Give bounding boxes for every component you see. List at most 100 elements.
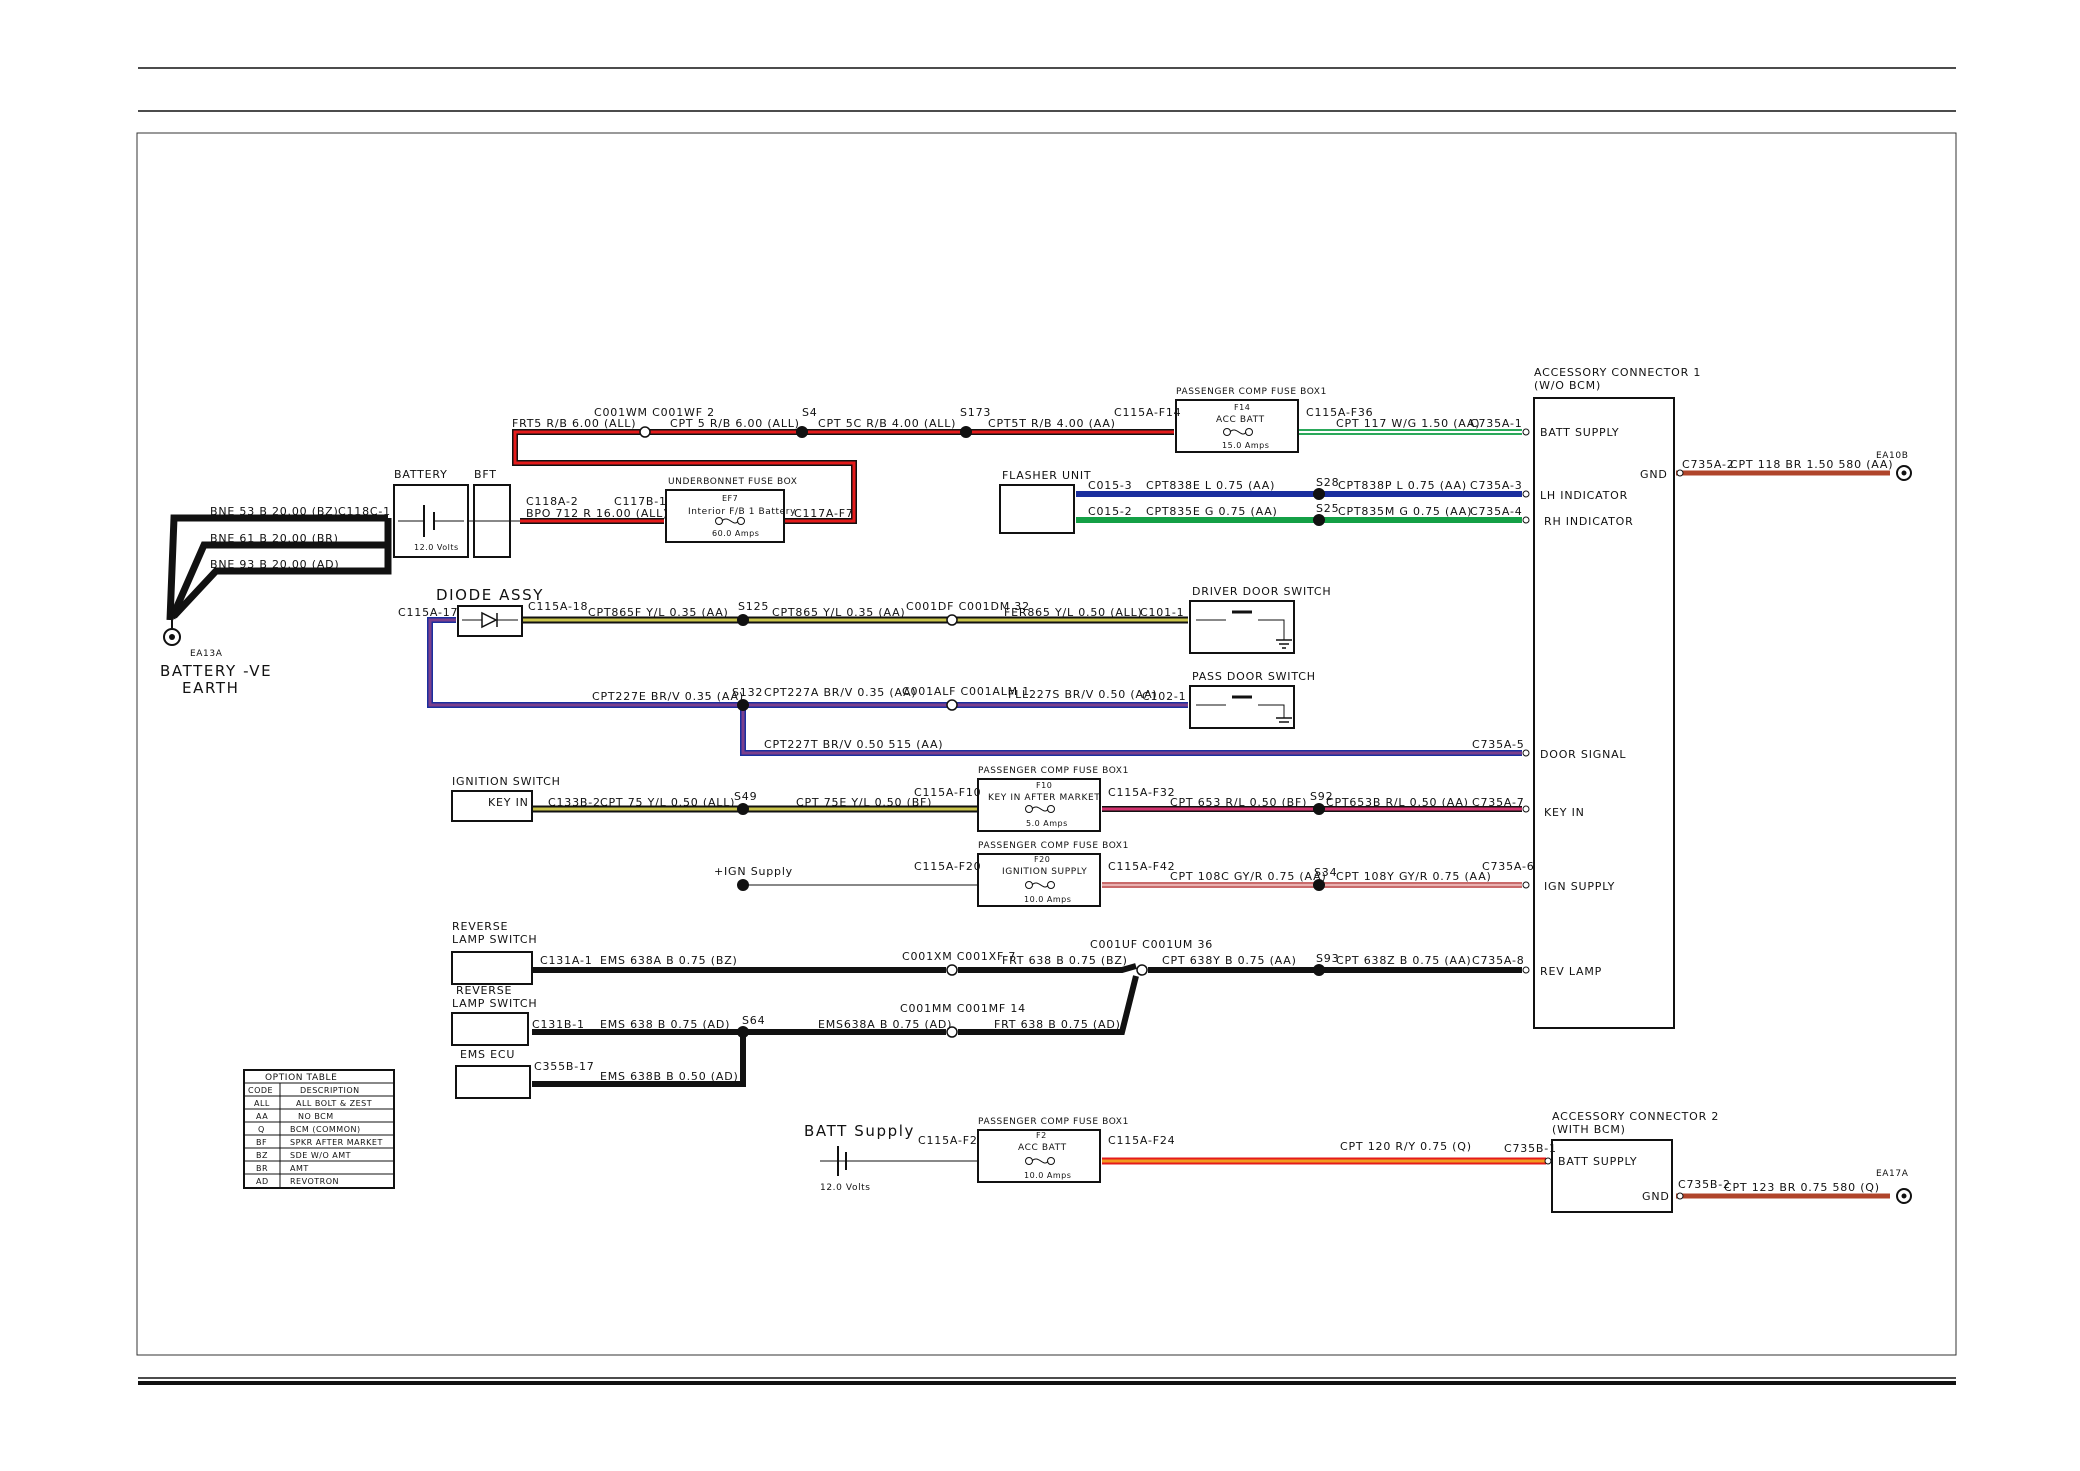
wire-label: C133B-2 — [548, 796, 601, 809]
wire-label: C735A-3 — [1470, 479, 1523, 492]
battery-earth: EA13A BATTERY -VE EARTH — [160, 620, 272, 697]
ign-supply-source: +IGN Supply — [714, 865, 793, 878]
wire-label: CPT838E L 0.75 (AA) — [1146, 479, 1275, 492]
wire-label: C001DF C001DM 32 — [906, 600, 1030, 613]
ignition-label: IGNITION SWITCH — [452, 775, 561, 788]
ignition-switch: IGNITION SWITCH KEY IN — [451, 775, 561, 822]
option-code: AD — [256, 1177, 269, 1186]
pcfb-f20: PASSENGER COMP FUSE BOX1 F20 IGNITION SU… — [977, 841, 1129, 907]
pcfb-f10-fuse: F10 — [1036, 781, 1052, 790]
wire-label: FER865 Y/L 0.50 (ALL) — [1004, 606, 1143, 619]
rev-switch-1-line2: LAMP SWITCH — [452, 933, 537, 946]
rev-switch-1-line1: REVERSE — [452, 920, 508, 933]
inline-connectors — [639, 426, 1148, 1038]
wire-label: C735A-7 — [1472, 796, 1525, 809]
wire-label: C115A-F2 — [918, 1134, 978, 1147]
wire-label: S132 — [732, 686, 763, 699]
battery: BATTERY 12.0 Volts — [393, 468, 469, 558]
option-code: AA — [256, 1112, 268, 1121]
wire-label: C115A-18 — [528, 600, 588, 613]
underbonnet-label: UNDERBONNET FUSE BOX — [668, 477, 798, 487]
wire-label: CPT 123 BR 0.75 580 (Q) — [1724, 1181, 1880, 1194]
wire-label: C115A-F20 — [914, 860, 981, 873]
wire-label: CPT 5 R/B 6.00 (ALL) — [670, 417, 800, 430]
accessory-connector-1: ACCESSORY CONNECTOR 1 (W/O BCM) BATT SUP… — [1533, 366, 1700, 1029]
wire-label: C001WM C001WF 2 — [594, 406, 715, 419]
earth-name-2: EARTH — [182, 679, 240, 697]
wire-label: BNE 61 B 20.00 (BR) — [210, 532, 339, 545]
option-table-header-code: CODE — [248, 1086, 273, 1095]
wire-label: CPT835E G 0.75 (AA) — [1146, 505, 1278, 518]
pass-door-label: PASS DOOR SWITCH — [1192, 670, 1316, 683]
pcfb-f10-amps: 5.0 Amps — [1026, 819, 1068, 828]
wire-label: C118C-1 — [338, 505, 391, 518]
wire-label: C735A-1 — [1470, 417, 1523, 430]
option-code: ALL — [254, 1099, 270, 1108]
ignition-pin: KEY IN — [488, 796, 529, 809]
wire-label: BNE 53 B 20.00 (BZ) — [210, 505, 339, 518]
wire-label: CPT 108Y GY/R 0.75 (AA) — [1336, 870, 1492, 883]
option-desc: SDE W/O AMT — [290, 1151, 351, 1160]
door-signal-wire — [427, 617, 1522, 756]
ign-supply-label: +IGN Supply — [714, 865, 793, 878]
wire-label: C015-2 — [1088, 505, 1132, 518]
pcfb-f2-fuse: F2 — [1036, 1131, 1047, 1140]
option-desc: AMT — [290, 1164, 309, 1173]
wire-label: S34 — [1314, 866, 1337, 879]
battery-label: BATTERY — [394, 468, 448, 481]
wire-label: C118A-2 — [526, 495, 579, 508]
option-table-header-desc: DESCRIPTION — [300, 1086, 360, 1095]
wire-label: C735B-1 — [1504, 1142, 1557, 1155]
wire-label: C115A-F10 — [914, 786, 981, 799]
pcfb-f14-fuse: F14 — [1234, 403, 1250, 412]
earth-code: EA13A — [190, 649, 223, 659]
acc-conn-1-pin: IGN SUPPLY — [1544, 880, 1615, 893]
wire-label: CPT5T R/B 4.00 (AA) — [988, 417, 1116, 430]
wire-label: CPT 638Y B 0.75 (AA) — [1162, 954, 1297, 967]
pcfb-f2-amps: 10.0 Amps — [1024, 1171, 1071, 1180]
acc-conn-1-pin: KEY IN — [1544, 806, 1585, 819]
option-desc: REVOTRON — [290, 1177, 339, 1186]
wire-label: CPT 118 BR 1.50 580 (AA) — [1730, 458, 1893, 471]
splice-points — [737, 426, 1325, 1038]
flasher-unit: FLASHER UNIT — [999, 469, 1091, 534]
wire-label: C115A-F42 — [1108, 860, 1175, 873]
wire-label: CPT227A BR/V 0.35 (AA) — [764, 686, 917, 699]
wire-label: C001XM C001XF 7 — [902, 950, 1016, 963]
red-battery-feed — [512, 429, 1174, 524]
wire-label: C015-3 — [1088, 479, 1132, 492]
option-code: BR — [256, 1164, 268, 1173]
pcfb-f14-amps: 15.0 Amps — [1222, 441, 1269, 450]
option-code: Q — [258, 1125, 265, 1134]
diode-label: DIODE ASSY — [436, 586, 544, 604]
acc-conn-2-pin: BATT SUPPLY — [1558, 1155, 1637, 1168]
pcfb-f20-amps: 10.0 Amps — [1024, 895, 1071, 904]
batt-supply-source: BATT Supply 12.0 Volts — [804, 1122, 913, 1193]
acc-conn-1-pin: DOOR SIGNAL — [1540, 748, 1626, 761]
wire-label: FRT 638 B 0.75 (BZ) — [1002, 954, 1128, 967]
wire-label: FRT5 R/B 6.00 (ALL) — [512, 417, 636, 430]
wire-label: CPT 638Z B 0.75 (AA) — [1336, 954, 1472, 967]
wire-label: C001ALF C001ALM 1 — [902, 685, 1030, 698]
reverse-lamp-switch-2: REVERSE LAMP SWITCH — [451, 984, 537, 1046]
earth-ea10b: EA10B — [1876, 451, 1912, 481]
wire-label: S49 — [734, 790, 757, 803]
acc-conn-1-pin: LH INDICATOR — [1540, 489, 1628, 502]
option-desc: NO BCM — [298, 1112, 334, 1121]
wire-label: C131B-1 — [532, 1018, 585, 1031]
diode-assy: DIODE ASSY — [436, 586, 544, 637]
earth-name-1: BATTERY -VE — [160, 662, 272, 680]
pcfb-f14: PASSENGER COMP FUSE BOX1 F14 ACC BATT 15… — [1175, 387, 1326, 453]
wire-label: EMS 638B B 0.50 (AD) — [600, 1070, 739, 1083]
wire-label: S25 — [1316, 502, 1339, 515]
wire-label: C735A-2 — [1682, 458, 1735, 471]
wire-label: C115A-F24 — [1108, 1134, 1175, 1147]
flasher-label: FLASHER UNIT — [1002, 469, 1091, 482]
pcfb-f20-label: PASSENGER COMP FUSE BOX1 — [978, 841, 1129, 851]
acc-conn-1-pin: RH INDICATOR — [1544, 515, 1634, 528]
wire-label: S92 — [1310, 790, 1333, 803]
option-code: BF — [256, 1138, 267, 1147]
option-table-title: OPTION TABLE — [265, 1073, 337, 1083]
driver-door-label: DRIVER DOOR SWITCH — [1192, 585, 1331, 598]
